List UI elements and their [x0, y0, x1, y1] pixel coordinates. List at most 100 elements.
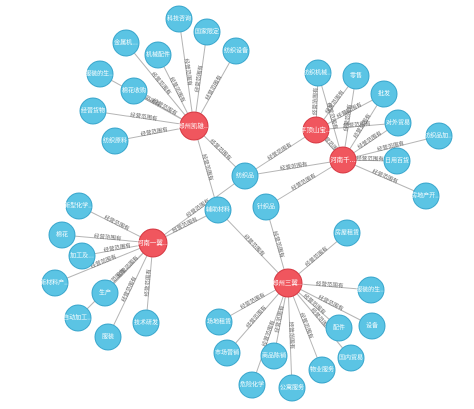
node-circle[interactable] [138, 228, 168, 258]
category-node-n_fzcl[interactable]: 辅助材料 [204, 196, 232, 224]
edge-label: 经营范围有 [242, 232, 267, 258]
node-label: 设备 [366, 322, 378, 330]
category-node-n_fzp[interactable]: 纺织品 [231, 162, 259, 190]
category-node-n_sc[interactable]: 生产 [91, 279, 119, 307]
node-circle[interactable] [91, 279, 119, 307]
node-circle[interactable] [238, 371, 266, 399]
node-label: 平顶山宝... [300, 125, 332, 134]
node-circle[interactable] [357, 276, 385, 304]
node-circle[interactable] [308, 356, 336, 384]
category-node-n_fzyl[interactable]: 纺织原料 [101, 127, 129, 155]
node-circle[interactable] [231, 162, 259, 190]
node-circle[interactable] [112, 29, 140, 57]
category-node-n_kjzx[interactable]: 科技咨询 [165, 5, 193, 33]
category-node-n_jdhx[interactable]: 危险化学 [238, 371, 266, 399]
category-node-n_fzjx[interactable]: 纺织机械... [303, 59, 333, 87]
category-node-n_wyfw[interactable]: 物业服务 [308, 356, 336, 384]
node-circle[interactable] [384, 109, 412, 137]
category-node-n_gyfw[interactable]: 公寓服务 [278, 374, 306, 402]
category-node-n_qzpx[interactable]: 商品陈销 [260, 342, 288, 370]
category-node-n_scyx[interactable]: 市场营销 [213, 339, 241, 367]
edge-h4-n_mh [61, 234, 154, 244]
category-node-n_fzdsh[interactable]: 服装的生... [85, 60, 115, 88]
category-node-n_jx[interactable]: 金属机... [112, 29, 140, 57]
node-circle[interactable] [252, 193, 280, 221]
node-circle[interactable] [358, 312, 386, 340]
node-circle[interactable] [205, 308, 233, 336]
node-circle[interactable] [94, 323, 122, 351]
edge-label: 经营范围有 [208, 137, 234, 162]
node-circle[interactable] [273, 268, 303, 298]
node-circle[interactable] [120, 77, 148, 105]
category-node-n_fdckf[interactable]: 房地产开... [411, 182, 441, 210]
category-node-n_pf[interactable]: 批发 [370, 80, 398, 108]
node-circle[interactable] [68, 242, 96, 270]
category-node-n_ls[interactable]: 零售 [342, 62, 370, 90]
node-circle[interactable] [64, 304, 92, 332]
category-node-n_xhcp[interactable]: 新材料产... [40, 269, 70, 297]
node-circle[interactable] [204, 196, 232, 224]
category-node-n_jckgj[interactable]: 自动加工... [63, 304, 93, 332]
node-circle[interactable] [165, 5, 193, 33]
node-circle[interactable] [222, 37, 250, 65]
category-node-n_cwmy[interactable]: 对外贸易 [384, 109, 412, 137]
node-circle[interactable] [193, 18, 221, 46]
edge-h3-n_fzpz [342, 135, 440, 161]
node-circle[interactable] [425, 122, 453, 150]
node-circle[interactable] [41, 269, 69, 297]
node-circle[interactable] [260, 342, 288, 370]
category-node-n_pj[interactable]: 配件 [325, 314, 353, 342]
category-node-n_jyhw[interactable]: 经营货物 [79, 97, 107, 125]
node-circle[interactable] [304, 59, 332, 87]
node-label: 金属机... [114, 39, 138, 47]
node-circle[interactable] [179, 111, 209, 141]
category-node-n_jg[interactable]: 加工及... [68, 242, 96, 270]
node-circle[interactable] [329, 146, 357, 174]
node-circle[interactable] [383, 147, 411, 175]
category-node-n_mhsg[interactable]: 棉花收购 [120, 77, 148, 105]
node-label: 加工及... [70, 252, 94, 260]
edge-label: 经营范围有 [193, 64, 205, 93]
edge-h3-n_fdckf [342, 159, 427, 197]
node-label: 配件 [333, 324, 345, 332]
category-node-n_fzjs[interactable]: 新型化学... [64, 192, 94, 220]
node-label: 经营货物 [81, 107, 105, 115]
category-node-n_jxpj[interactable]: 机械配件 [144, 41, 172, 69]
company-node-h1[interactable]: 郑州凯雄... [178, 111, 210, 141]
node-circle[interactable] [370, 80, 398, 108]
node-circle[interactable] [48, 221, 76, 249]
node-label: 河南千... [330, 155, 356, 164]
node-circle[interactable] [333, 219, 361, 247]
node-circle[interactable] [86, 60, 114, 88]
node-circle[interactable] [79, 97, 107, 125]
node-circle[interactable] [325, 314, 353, 342]
company-node-h4[interactable]: 河南一翼... [137, 228, 169, 258]
category-node-n_fzsb[interactable]: 纺织设备 [222, 37, 250, 65]
node-circle[interactable] [278, 374, 306, 402]
category-node-n_gjwx[interactable]: 国家限定 [193, 18, 221, 46]
node-circle[interactable] [213, 339, 241, 367]
node-circle[interactable] [65, 192, 93, 220]
company-node-h3[interactable]: 河南千... [329, 146, 357, 174]
category-node-n_sb[interactable]: 设备 [358, 312, 386, 340]
category-node-n_jsyf[interactable]: 技术研发 [132, 309, 160, 337]
node-circle[interactable] [144, 41, 172, 69]
node-circle[interactable] [101, 127, 129, 155]
company-node-h2[interactable]: 平顶山宝... [300, 116, 332, 144]
node-circle[interactable] [302, 116, 330, 144]
category-node-n_fwjy[interactable]: 房屋租赁 [333, 219, 361, 247]
category-node-n_zy[interactable]: 针织品 [252, 193, 280, 221]
category-node-n_rybh[interactable]: 日用百货 [383, 147, 411, 175]
category-node-n_scjy[interactable]: 场地租赁 [205, 308, 233, 336]
node-circle[interactable] [337, 344, 365, 372]
category-node-n_fzdsh2[interactable]: 服装的生... [356, 276, 386, 304]
category-node-n_mh[interactable]: 棉花 [48, 221, 76, 249]
node-circle[interactable] [412, 182, 440, 210]
category-node-n_fzpz[interactable]: 纺织品加... [424, 122, 454, 150]
node-circle[interactable] [132, 309, 160, 337]
node-circle[interactable] [342, 62, 370, 90]
company-node-h5[interactable]: 郑州三翼... [272, 268, 304, 298]
node-label: 商品陈销 [262, 352, 286, 360]
category-node-n_fz[interactable]: 服装 [94, 323, 122, 351]
category-node-n_gnmy[interactable]: 国内贸易 [337, 344, 365, 372]
